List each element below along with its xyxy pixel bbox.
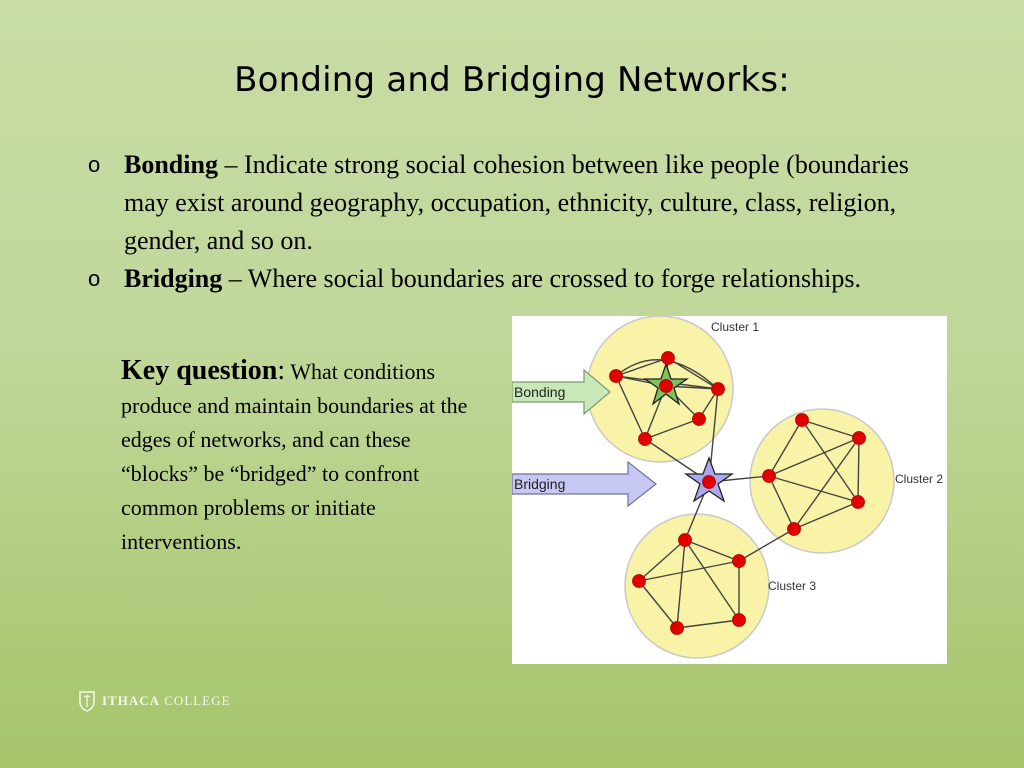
- bonding-arrow-label: Bonding: [514, 384, 565, 400]
- ithaca-college-seal-icon: [79, 691, 95, 712]
- bullet-term: Bonding: [124, 150, 218, 179]
- bullet-text: – Where social boundaries are crossed to…: [222, 264, 861, 293]
- bullet-marker: o: [88, 152, 101, 177]
- logo-name: ITHACA: [102, 693, 161, 708]
- bullet-text: – Indicate strong social cohesion betwee…: [124, 150, 909, 255]
- logo-text: ITHACA COLLEGE: [102, 693, 230, 709]
- key-question: Key question: What conditions produce an…: [121, 354, 481, 559]
- logo-suffix: COLLEGE: [164, 693, 231, 708]
- bullet-term: Bridging: [124, 264, 223, 293]
- bridging-arrow-label: Bridging: [514, 476, 565, 492]
- bullet-bonding: o Bonding – Indicate strong social cohes…: [88, 146, 938, 260]
- cluster-3-circle: [624, 513, 770, 659]
- cluster-3-label: Cluster 3: [768, 579, 816, 593]
- ithaca-college-logo: ITHACA COLLEGE: [78, 690, 230, 712]
- key-question-text: What conditions produce and maintain bou…: [121, 359, 468, 554]
- bullet-list: o Bonding – Indicate strong social cohes…: [88, 146, 938, 298]
- key-question-label: Key question: [121, 355, 278, 386]
- cluster-2-circle: [749, 408, 895, 554]
- cluster-1-label: Cluster 1: [711, 320, 759, 334]
- network-nodes: [609, 351, 866, 635]
- bonding-arrow: [512, 368, 611, 416]
- bullet-marker: o: [88, 266, 101, 291]
- bridging-arrow: [512, 460, 657, 508]
- network-diagram-svg: Cluster 1 Cluster 2 Cluster 3 Bonding Br…: [512, 316, 943, 659]
- cluster-2-label: Cluster 2: [895, 472, 943, 486]
- key-question-colon: :: [277, 355, 286, 386]
- network-diagram: Cluster 1 Cluster 2 Cluster 3 Bonding Br…: [512, 316, 947, 664]
- bullet-bridging: o Bridging – Where social boundaries are…: [88, 260, 938, 298]
- slide-title: Bonding and Bridging Networks:: [234, 60, 790, 100]
